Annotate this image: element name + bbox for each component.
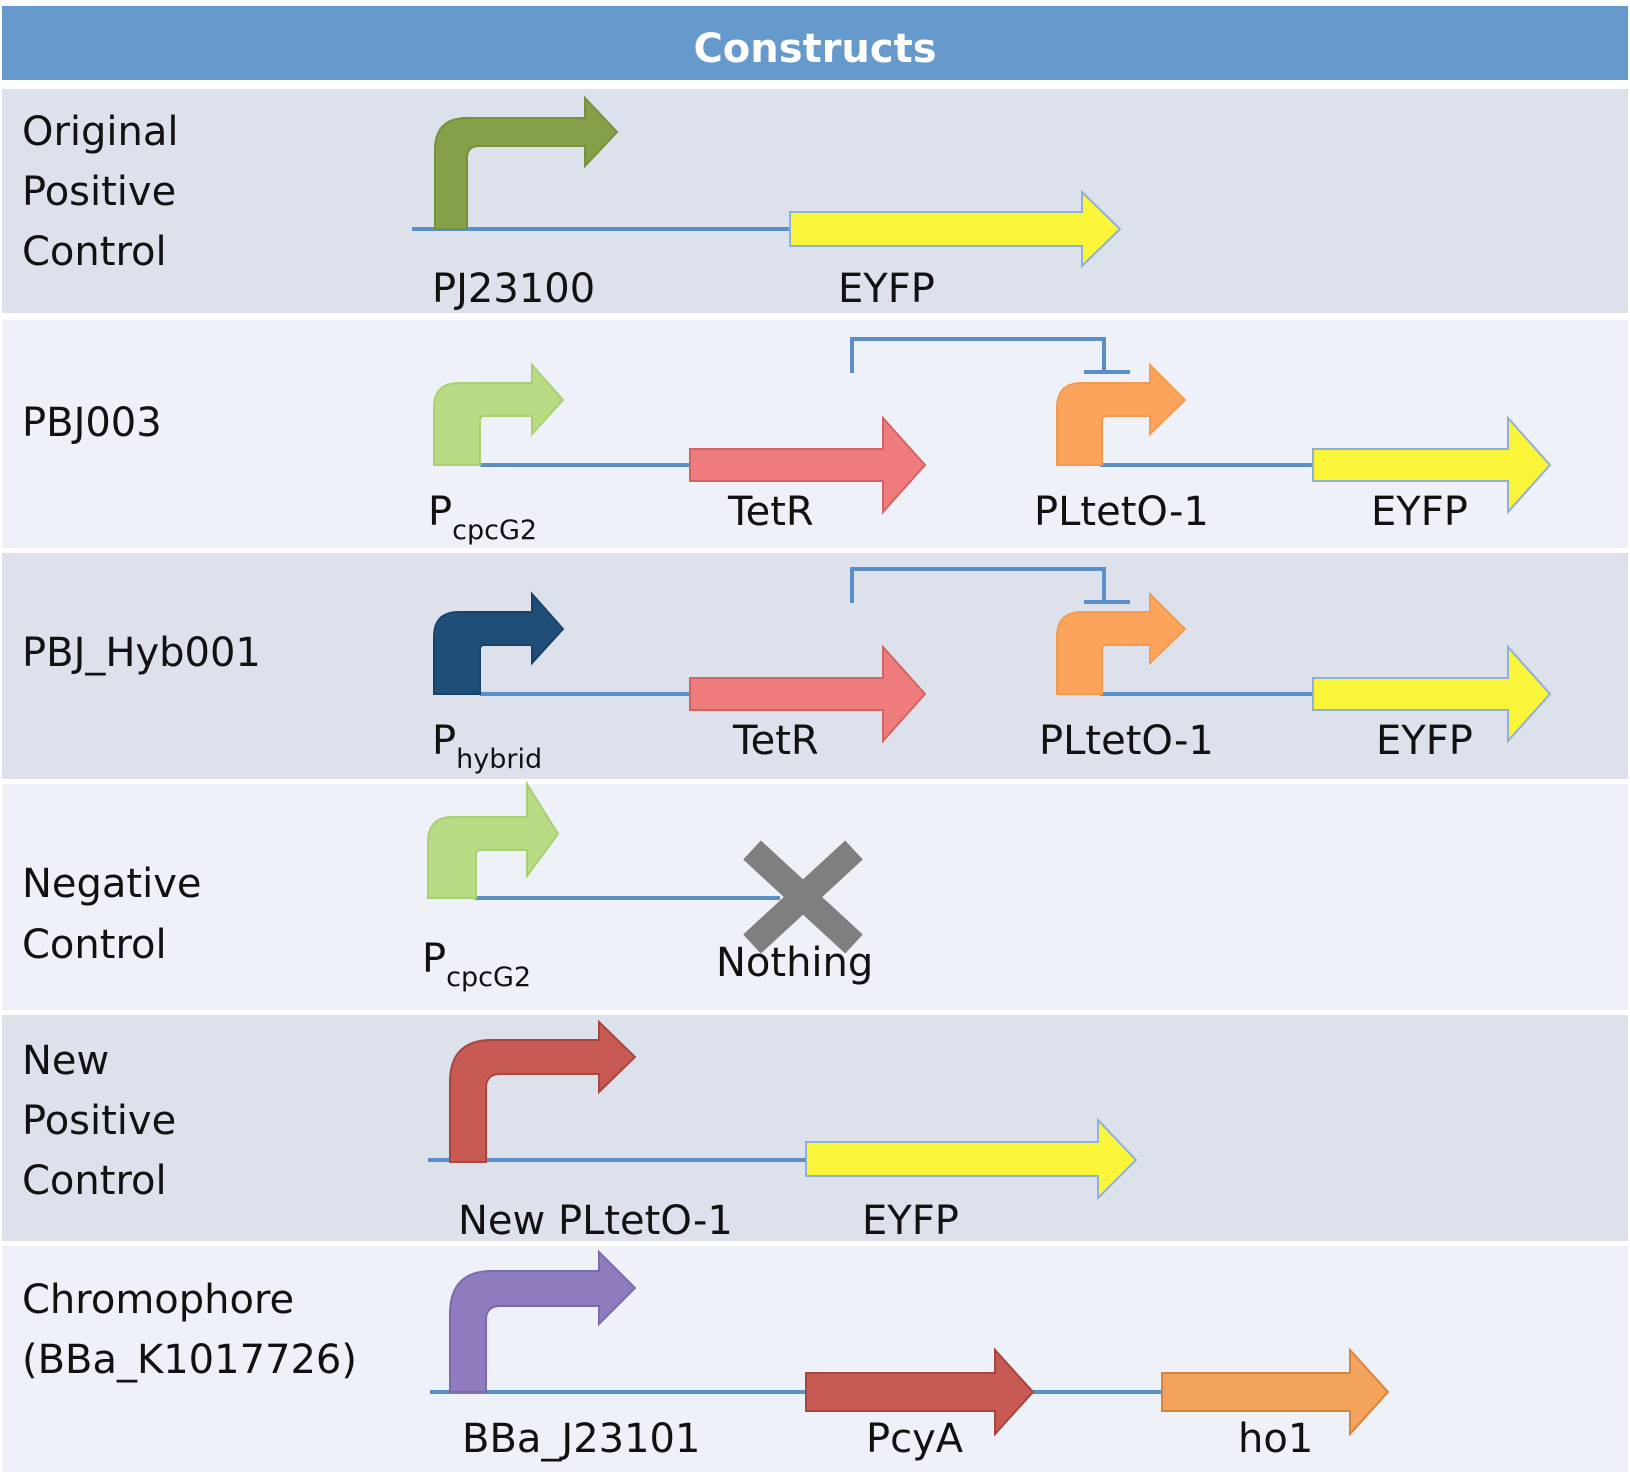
promoter-label: Phybrid bbox=[432, 718, 542, 775]
promoter-label: PcpcG2 bbox=[422, 936, 531, 993]
gene1-label: TetR bbox=[727, 489, 814, 535]
header-title: Constructs bbox=[693, 26, 936, 72]
header-bar bbox=[2, 6, 1628, 80]
gene-arrow-ho1 bbox=[1161, 1347, 1390, 1437]
promoter-label: PJ23100 bbox=[432, 266, 595, 312]
promoter-label: BBa_J23101 bbox=[462, 1416, 700, 1462]
promoter2-label: PLtetO-1 bbox=[1034, 489, 1209, 535]
gene-label: EYFP bbox=[838, 266, 935, 312]
gene-arrow-eyfp bbox=[1312, 644, 1552, 744]
repression-arc bbox=[850, 567, 1130, 604]
gene-arrow-tetr bbox=[689, 644, 927, 744]
row-label-pbj003: PBJ003 bbox=[22, 400, 162, 446]
repression-arc bbox=[850, 337, 1130, 374]
gene-label: Nothing bbox=[716, 940, 873, 986]
x-cross-icon bbox=[743, 840, 863, 954]
row-chromophore: Chromophore (BBa_K1017726) BBa_J23101 Pc… bbox=[22, 1249, 1390, 1462]
gene-arrow-tetr bbox=[689, 415, 927, 515]
row-new-positive-control: New Positive Control New PLtetO-1 EYFP bbox=[22, 1019, 1138, 1244]
gene-arrow-pcya bbox=[805, 1347, 1035, 1437]
gene-label: EYFP bbox=[862, 1198, 959, 1244]
gene-arrow-eyfp bbox=[805, 1117, 1138, 1201]
promoter-label: New PLtetO-1 bbox=[458, 1198, 733, 1244]
row-label-negative-control: Negative Control bbox=[22, 861, 214, 968]
promoter-arrow-pltet bbox=[1056, 362, 1187, 466]
promoter-arrow-pcpcg2 bbox=[427, 780, 560, 899]
gene1-label: TetR bbox=[732, 718, 819, 764]
row-negative-control: Negative Control PcpcG2 Nothing bbox=[22, 780, 873, 993]
row-bg-pbj003 bbox=[2, 320, 1628, 548]
gene1-label: PcyA bbox=[866, 1416, 964, 1462]
gene2-label: ho1 bbox=[1238, 1416, 1313, 1462]
gene-arrow-eyfp bbox=[1312, 415, 1552, 515]
promoter-arrow-bba-j23101 bbox=[449, 1249, 637, 1393]
gene2-label: EYFP bbox=[1376, 718, 1473, 764]
promoter2-label: PLtetO-1 bbox=[1039, 718, 1214, 764]
row-label-original-positive: Original Positive Control bbox=[22, 109, 191, 275]
promoter-arrow-new-pltet bbox=[449, 1019, 637, 1163]
row-bg-original-positive bbox=[2, 89, 1628, 313]
row-pbj003: PBJ003 PcpcG2 TetR PLtetO-1 EYFP bbox=[22, 337, 1552, 546]
promoter-arrow-phybrid bbox=[433, 591, 565, 695]
promoter-arrow-pj23100 bbox=[434, 95, 619, 230]
row-bg-new-positive bbox=[2, 1015, 1628, 1241]
row-label-new-positive: New Positive Control bbox=[22, 1038, 189, 1204]
row-original-positive-control: Original Positive Control PJ23100 EYFP bbox=[22, 95, 1122, 312]
promoter-arrow-pcpcg2 bbox=[433, 362, 565, 466]
gene2-label: EYFP bbox=[1371, 489, 1468, 535]
row-pbj-hyb001: PBJ_Hyb001 Phybrid TetR PLtetO-1 EYFP bbox=[22, 567, 1552, 775]
promoter-label: PcpcG2 bbox=[428, 489, 537, 546]
promoter-arrow-pltet bbox=[1056, 591, 1187, 695]
gene-arrow-eyfp bbox=[789, 189, 1122, 269]
row-label-chromophore: Chromophore (BBa_K1017726) bbox=[22, 1277, 357, 1383]
row-label-pbj-hyb001: PBJ_Hyb001 bbox=[22, 630, 261, 676]
row-bg-pbj-hyb001 bbox=[2, 553, 1628, 779]
